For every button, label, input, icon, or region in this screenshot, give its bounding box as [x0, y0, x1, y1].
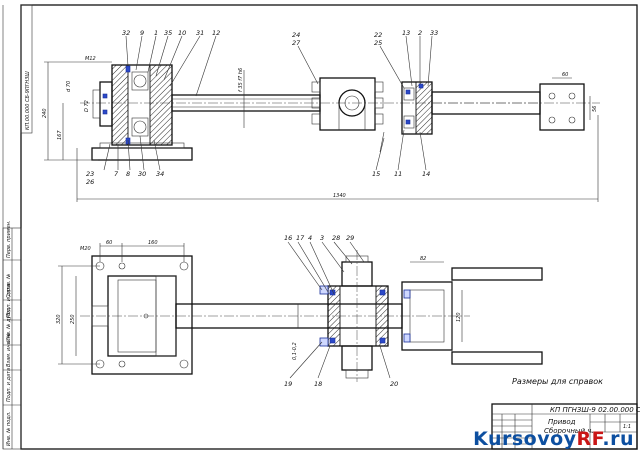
callout-7: 7: [114, 170, 119, 178]
title-block-code: КП ПГНЗШ-9 02.00.000 СБ: [550, 406, 640, 414]
callout-11: 11: [394, 170, 402, 178]
callout-8: 8: [126, 170, 130, 178]
side-label-5: Подп. и дата: [6, 284, 12, 318]
watermark-part3: .ru: [602, 428, 634, 450]
callout-2: 2: [418, 29, 422, 37]
title-block-scale: 1:1: [623, 424, 631, 430]
dim-rod-tolerance: f 35 f7 h6: [238, 68, 244, 92]
watermark-part1: Kursovoy: [473, 428, 577, 450]
callout-35: 35: [164, 29, 172, 37]
callout-13: 13: [402, 29, 410, 37]
stamp-rotated-code: КП.00.000 СБ-9ПГНЗШ: [25, 71, 31, 130]
callout-3: 3: [320, 234, 324, 242]
dim-plan-right: 120: [456, 312, 462, 322]
sheet-frame: [20, 4, 638, 450]
callout-26: 26: [86, 178, 94, 186]
callout-33: 33: [430, 29, 438, 37]
dim-height-total: 240: [42, 108, 48, 118]
stamp-rotated-box: [20, 4, 33, 134]
callout-20: 20: [390, 380, 398, 388]
side-label-2: Подп. и дата: [6, 368, 12, 402]
site-watermark: KursovoyRF.ru: [473, 428, 634, 450]
front-leaders: [103, 35, 433, 171]
dim-plan-h2: 250: [70, 314, 76, 324]
plan-view: [80, 250, 543, 382]
side-strip: [2, 227, 22, 450]
nut-housing: [319, 77, 376, 131]
callout-14: 14: [422, 170, 430, 178]
callout-28: 28: [332, 234, 340, 242]
dim-flange-h: 60: [562, 72, 568, 78]
callout-27: 27: [292, 39, 301, 47]
callout-23: 23: [86, 170, 94, 178]
plan-fork-lower: [451, 351, 543, 365]
end-flange: [539, 83, 585, 131]
dim-dia-left2: D 72: [84, 100, 90, 112]
callout-31: 31: [196, 29, 204, 37]
callout-10: 10: [178, 29, 186, 37]
callout-29: 29: [346, 234, 354, 242]
callout-34: 34: [156, 170, 164, 178]
dim-small-2: M20: [80, 246, 91, 252]
callout-9: 9: [140, 29, 144, 37]
dim-plan-w2: 160: [148, 240, 158, 246]
side-label-3: Взам. инв. №: [6, 333, 12, 367]
callout-19: 19: [284, 380, 292, 388]
dim-plan-w1: 60: [106, 240, 112, 246]
dim-flange-w: 56: [592, 106, 598, 112]
dim-gap: 0,1-0,2: [292, 342, 298, 360]
callout-22: 22: [374, 31, 382, 39]
reference-note: Размеры для справок: [512, 377, 603, 386]
dim-plan-h: 320: [56, 314, 62, 324]
callout-24: 24: [292, 31, 300, 39]
plan-dimensions: [58, 243, 463, 365]
plan-fork-upper: [451, 267, 543, 281]
dim-height-axis: 167: [57, 130, 63, 140]
callout-15: 15: [372, 170, 380, 178]
title-block-subtitle: Сборочный ч.: [544, 427, 594, 435]
side-label-1: Инв. № подл.: [6, 412, 12, 447]
dim-small: M12: [85, 56, 96, 62]
callout-18: 18: [314, 380, 322, 388]
callout-30: 30: [138, 170, 146, 178]
callout-1: 1: [154, 29, 158, 37]
dim-overall-length: 1340: [333, 193, 346, 199]
callout-25: 25: [374, 39, 382, 47]
callout-16: 16: [284, 234, 292, 242]
dim-plan-right-w: 82: [420, 256, 426, 262]
watermark-part2: RF: [576, 428, 603, 450]
title-block: [491, 403, 638, 450]
side-label-6: Справ. №: [6, 274, 12, 298]
side-label-4: Инв. № дубл.: [6, 308, 12, 342]
callout-17: 17: [296, 234, 305, 242]
dim-dia-left: d 70: [66, 81, 72, 92]
callout-4: 4: [308, 234, 312, 242]
callout-12: 12: [212, 29, 220, 37]
front-dimensions: [44, 61, 599, 202]
side-label-7: Перв. примен.: [6, 220, 12, 258]
title-block-name: Привод: [548, 418, 576, 426]
front-view: [80, 64, 600, 161]
plan-leaders: [287, 241, 391, 379]
callout-32: 32: [122, 29, 130, 37]
